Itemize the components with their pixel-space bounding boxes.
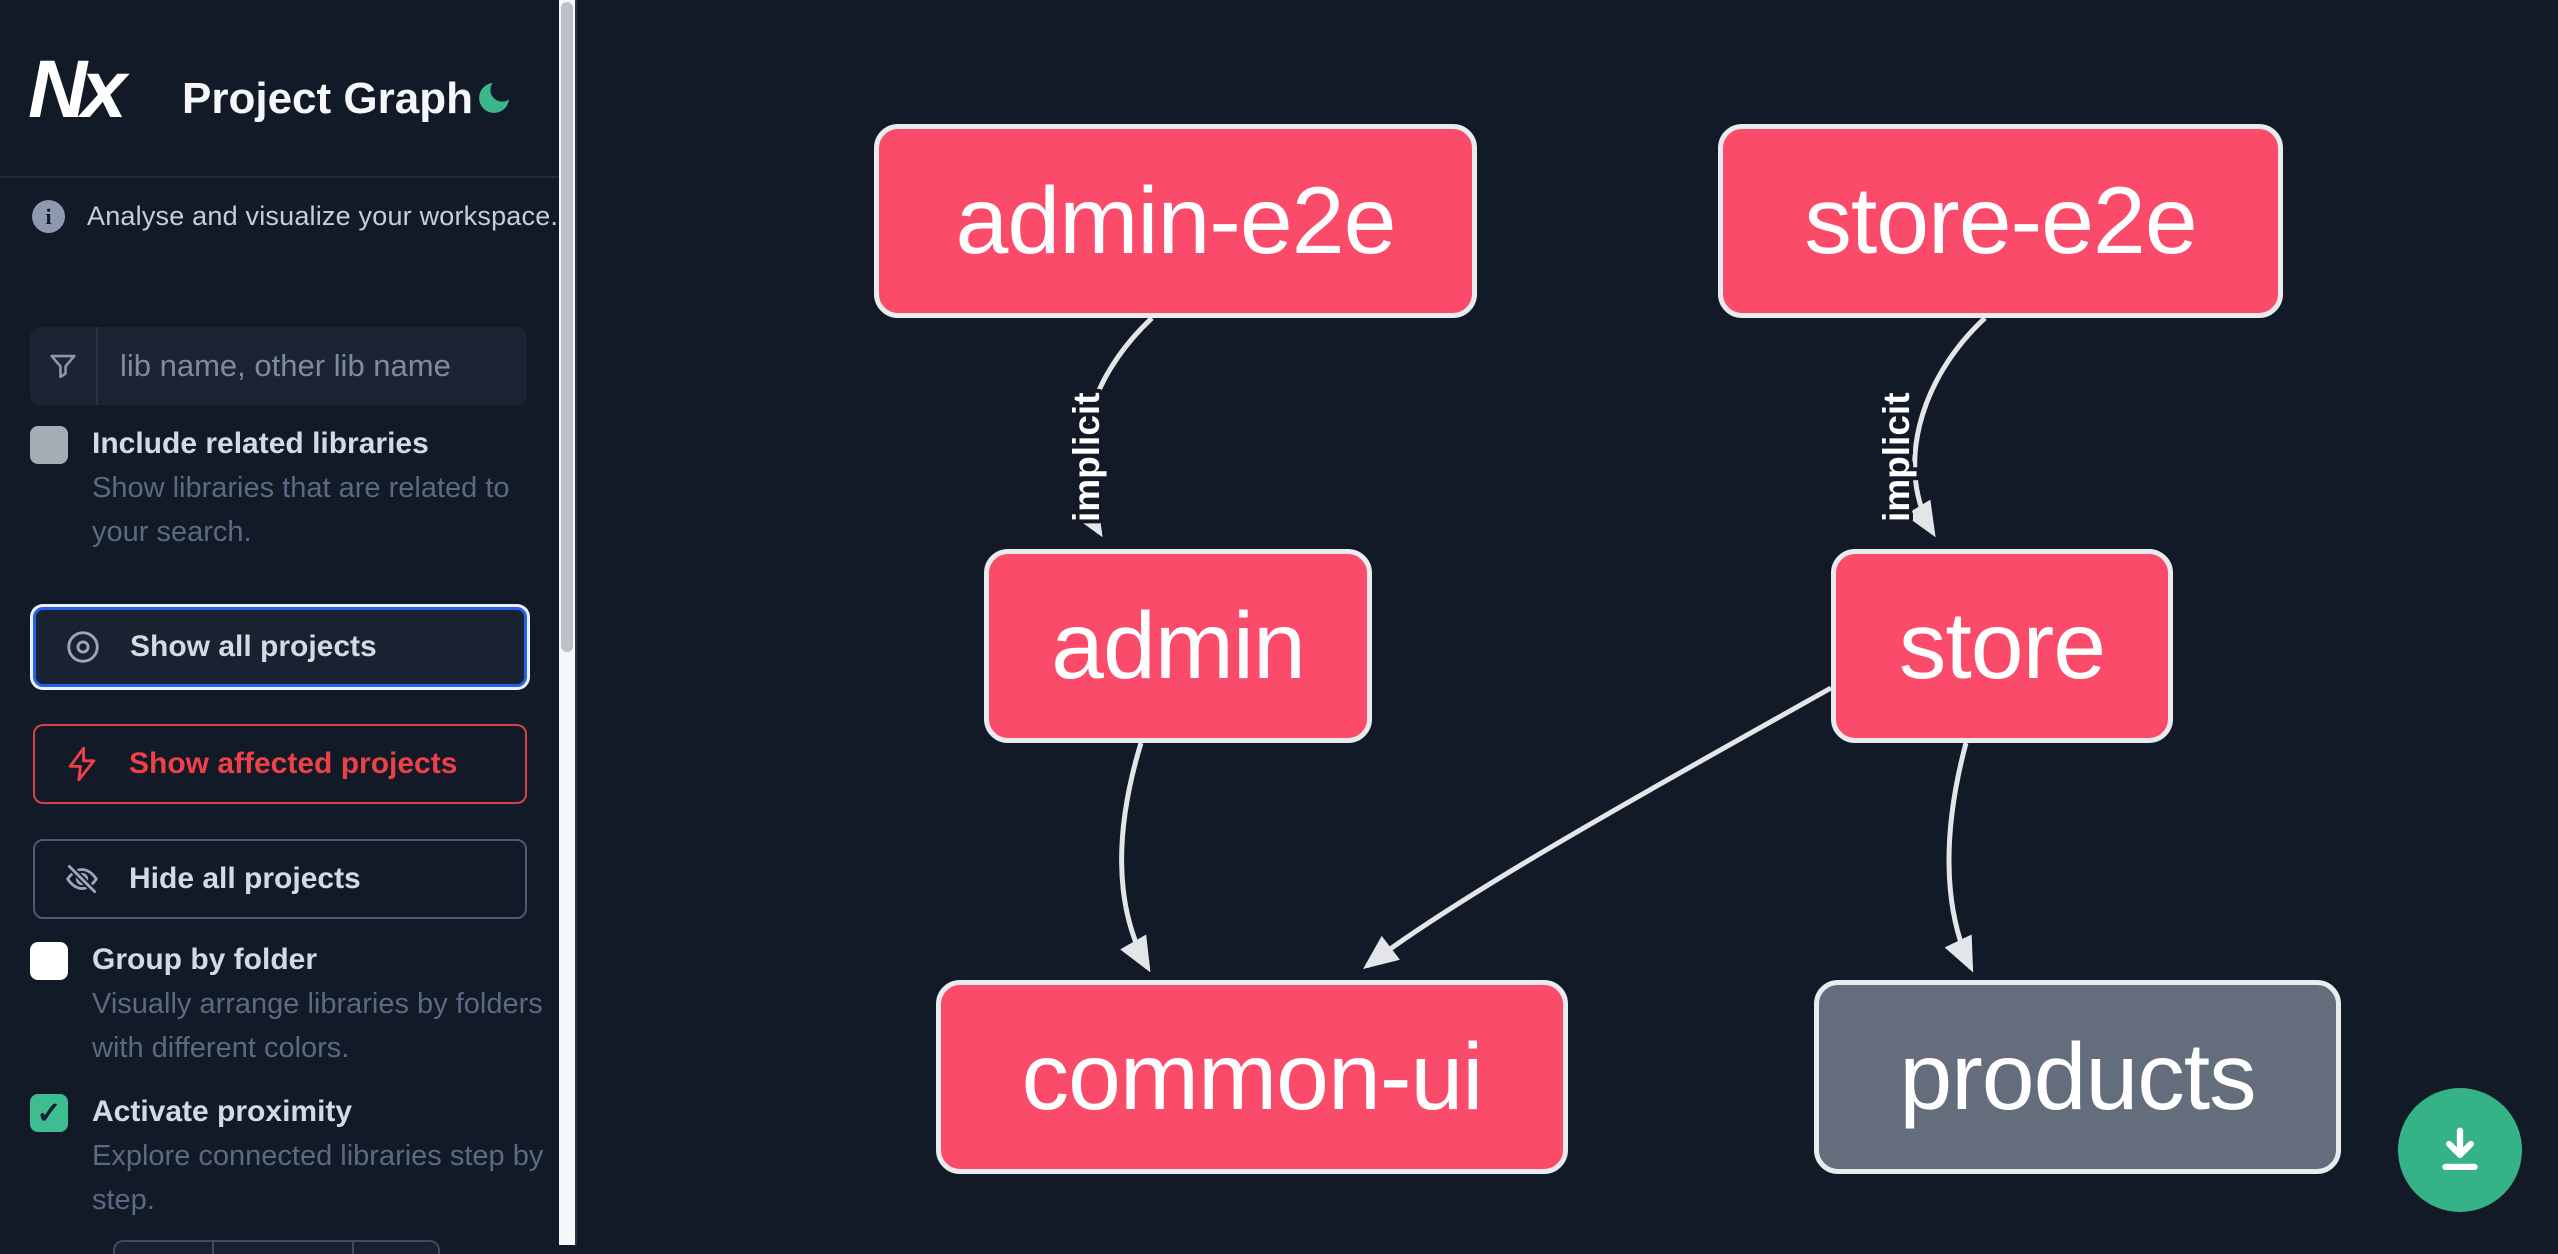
checkbox-label: Include related libraries xyxy=(92,427,429,460)
checkbox-label: Group by folder xyxy=(92,943,317,976)
button-label: Show all projects xyxy=(130,630,377,663)
sidebar-canvas-divider xyxy=(575,0,577,1245)
checkbox-description: Explore connected libraries step by step… xyxy=(92,1140,544,1216)
edge-admin-common-ui[interactable] xyxy=(1119,742,1151,973)
proximity-depth-stepper[interactable] xyxy=(113,1240,440,1254)
activate-proximity-row: ✓ Activate proximity Explore connected l… xyxy=(30,1092,544,1222)
node-label: admin-e2e xyxy=(955,167,1397,274)
edge-store-common-ui[interactable] xyxy=(1363,685,1833,970)
show-all-projects-button[interactable]: Show all projects xyxy=(33,607,527,687)
include-related-checkbox[interactable] xyxy=(30,426,68,464)
edge-label-implicit: implicit xyxy=(1066,392,1107,522)
sidebar: Nx Project Graph i Analyse and visualize… xyxy=(0,0,561,1254)
checkbox-description: Show libraries that are related to your … xyxy=(92,472,510,548)
graph-node-admin-e2e[interactable]: admin-e2e xyxy=(874,124,1477,318)
graph-node-products[interactable]: products xyxy=(1814,980,2341,1174)
node-label: products xyxy=(1899,1023,2256,1130)
show-affected-projects-button[interactable]: Show affected projects xyxy=(33,724,527,804)
edge-admin-e2e-admin[interactable] xyxy=(1071,316,1154,538)
node-label: common-ui xyxy=(1021,1023,1484,1130)
eye-off-icon xyxy=(63,860,101,898)
info-icon: i xyxy=(32,200,65,233)
sidebar-scrollbar-thumb[interactable] xyxy=(561,2,573,652)
search-input[interactable] xyxy=(98,327,527,405)
edge-store-products[interactable] xyxy=(1944,742,1974,973)
stepper-divider xyxy=(212,1242,214,1254)
group-by-folder-checkbox[interactable] xyxy=(30,942,68,980)
graph-node-admin[interactable]: admin xyxy=(984,549,1372,743)
header-divider xyxy=(0,176,561,178)
graph-node-common-ui[interactable]: common-ui xyxy=(936,980,1568,1174)
graph-node-store[interactable]: store xyxy=(1831,549,2173,743)
checkbox-description: Visually arrange libraries by folders wi… xyxy=(92,988,543,1064)
page-title: Project Graph xyxy=(182,74,473,123)
hide-all-projects-button[interactable]: Hide all projects xyxy=(33,839,527,919)
nx-logo: Nx xyxy=(28,44,127,135)
edge-store-e2e-store[interactable] xyxy=(1904,316,1987,538)
activate-proximity-checkbox[interactable]: ✓ xyxy=(30,1094,68,1132)
sidebar-scrollbar-track xyxy=(559,0,575,1245)
workspace-tagline-row: i Analyse and visualize your workspace. xyxy=(32,200,558,233)
download-image-button[interactable] xyxy=(2398,1088,2522,1212)
group-by-folder-row: Group by folder Visually arrange librari… xyxy=(30,940,544,1070)
button-label: Show affected projects xyxy=(129,747,458,780)
download-icon xyxy=(2431,1121,2489,1179)
edge-label-implicit: implicit xyxy=(1876,392,1917,522)
eye-icon xyxy=(64,628,102,666)
search-box xyxy=(30,327,527,405)
theme-toggle-moon-icon[interactable] xyxy=(474,76,518,120)
node-label: store xyxy=(1898,592,2106,699)
node-label: admin xyxy=(1051,592,1306,699)
button-label: Hide all projects xyxy=(129,862,361,895)
filter-funnel-icon xyxy=(30,327,98,405)
checkbox-label: Activate proximity xyxy=(92,1095,353,1128)
include-related-libraries-row: Include related libraries Show libraries… xyxy=(30,424,544,554)
graph-node-store-e2e[interactable]: store-e2e xyxy=(1718,124,2283,318)
tagline-text: Analyse and visualize your workspace. xyxy=(87,201,559,231)
node-label: store-e2e xyxy=(1804,167,2197,274)
lightning-icon xyxy=(63,745,101,783)
stepper-divider xyxy=(352,1242,354,1254)
